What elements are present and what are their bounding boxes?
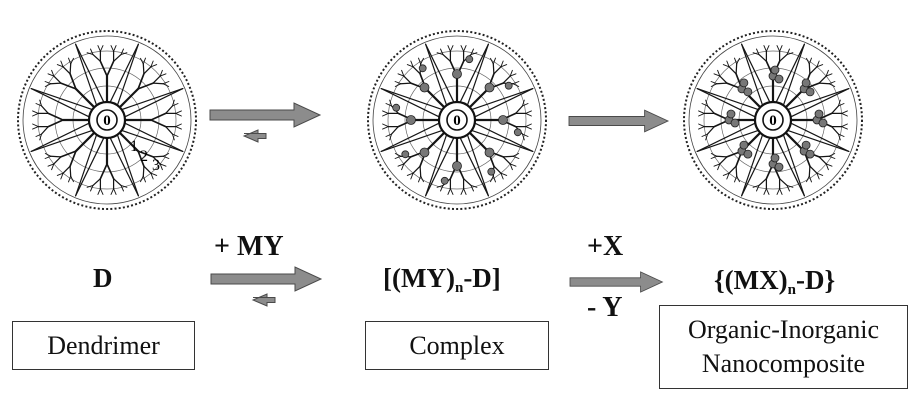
complex-formula: [(MY)n-D] — [383, 263, 501, 296]
nanocomposite-caption-box: Organic-Inorganic Nanocomposite — [659, 305, 908, 389]
complex-caption: Complex — [409, 330, 505, 360]
dendrimer-symbol: D — [93, 263, 113, 293]
metal-complex-particles — [392, 55, 522, 185]
forward-arrow-upper-1 — [209, 102, 321, 128]
reagent-add-x: +X — [587, 231, 624, 262]
reagent-my: + MY — [214, 231, 284, 262]
core-label: 0 — [453, 113, 461, 129]
nanocomposite-diagram: 0 — [682, 29, 864, 211]
dendrimer-diagram: 0 1 2 3 — [16, 29, 198, 211]
nanocomposite-caption-line2: Nanocomposite — [701, 349, 866, 378]
nanocomposite-caption-line1: Organic-Inorganic — [687, 315, 880, 344]
reverse-arrow-upper-1 — [243, 129, 267, 143]
forward-arrow-lower-1 — [210, 266, 322, 292]
core-label: 0 — [769, 113, 777, 129]
dendrimer-caption-box: Dendrimer — [12, 321, 195, 370]
reverse-arrow-lower-1 — [252, 293, 276, 307]
generation-label-2: 2 — [140, 148, 148, 165]
complex-diagram: 0 — [366, 29, 548, 211]
core-label: 0 — [103, 113, 111, 129]
generation-label-1: 1 — [130, 138, 138, 155]
generation-label-3: 3 — [152, 157, 160, 174]
nanocomposite-formula: {(MX)n-D} — [714, 265, 836, 298]
dendrimer-caption: Dendrimer — [47, 330, 160, 360]
reagent-remove-y: - Y — [587, 292, 623, 323]
nanoparticle-clusters — [724, 65, 828, 172]
forward-arrow-lower-2 — [569, 271, 663, 293]
complex-caption-box: Complex — [365, 321, 549, 370]
forward-arrow-upper-2 — [568, 109, 669, 133]
